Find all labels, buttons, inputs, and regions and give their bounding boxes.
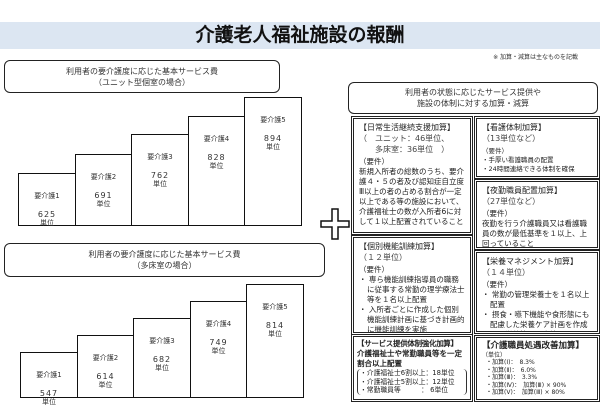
bar-level-label: 要介護5 bbox=[260, 115, 286, 124]
plus-icon bbox=[320, 208, 350, 240]
addon-functional-training: 【個別機能訓練加算】 （１２単位） （要件） ・ 専ら機能訓練指導員の職務に従事… bbox=[351, 235, 473, 335]
bar-unit: 単位 bbox=[209, 161, 224, 170]
addon-req-item: ・手厚い看護職員の配置 bbox=[482, 156, 554, 164]
addon-item: ・加算(Ⅱ)： 6.0% bbox=[486, 366, 536, 374]
multi-room-subtitle: （多床室の場合） bbox=[132, 261, 197, 270]
addon-req-label: （要件） bbox=[482, 147, 508, 155]
addon-item: ・加算(Ⅰ)： 8.3% bbox=[486, 359, 535, 366]
addon-item: ・常勤職員等 ： 6単位 bbox=[360, 386, 449, 394]
addon-item: ・介護福祉士6割以上：18単位 bbox=[360, 369, 455, 377]
addon-units: （１４単位） bbox=[482, 268, 530, 277]
addon-units: 多床室：36単位 ） bbox=[359, 145, 450, 154]
bar-unit: 単位 bbox=[153, 180, 167, 189]
addon-title: 【看護体制加算】 bbox=[482, 123, 546, 132]
bar-value: 894 bbox=[263, 133, 283, 143]
addon-unit-label: （単位） bbox=[482, 352, 507, 359]
addon-nutrition-management: 【栄養マネジメント加算】 （１４単位） （要件） ・ 常勤の管理栄養士を１名以上… bbox=[474, 250, 600, 334]
addon-units: （13単位など） bbox=[482, 134, 541, 143]
bar-value: 814 bbox=[265, 321, 285, 331]
addon-units: （１２単位） bbox=[359, 253, 407, 262]
addon-req-body: 新規入所者の総数のうち、要介護４・５の者及び認知症自立度Ⅲ以上の者の占める割合が… bbox=[359, 167, 464, 226]
addon-item: ・加算(Ⅲ)： 3.3% bbox=[486, 374, 538, 381]
addon-req-label: （要件） bbox=[359, 157, 389, 166]
bar-value: 828 bbox=[207, 152, 226, 162]
multi-room-title: 利用者の要介護度に応じた基本サービス費 bbox=[88, 250, 241, 259]
addon-units: （27単位など） bbox=[482, 197, 541, 206]
addons-header-line2: 施設の体制に対する加算・減算 bbox=[417, 99, 529, 108]
bar-unit: 単位 bbox=[42, 398, 56, 406]
bar-level-label: 要介護5 bbox=[262, 303, 288, 312]
addon-body: 介護福祉士や常勤職員等を一定割合以上配置 bbox=[357, 349, 462, 368]
bar-level-label: 要介護3 bbox=[149, 336, 175, 345]
bar-unit: 単位 bbox=[211, 346, 226, 355]
bar-unit: 単位 bbox=[268, 330, 282, 339]
bar-value: 749 bbox=[209, 337, 228, 347]
addon-req-label: （要件） bbox=[359, 265, 389, 274]
addon-item: ・加算(Ⅴ)： 加算(Ⅲ) × 80% bbox=[486, 389, 565, 396]
bar-level-label: 要介護4 bbox=[205, 319, 232, 328]
bar-value: 682 bbox=[152, 354, 172, 364]
addon-item: ・介護福祉士5割以上：12単位 bbox=[360, 377, 455, 386]
bar-level-label: 要介護4 bbox=[203, 134, 230, 143]
multi-room-header: 利用者の要介護度に応じた基本サービス費 （多床室の場合） bbox=[4, 243, 325, 277]
bar-level-label: 要介護1 bbox=[34, 192, 60, 200]
addon-service-system: 【サービス提供体制強化加算】 介護福祉士や常勤職員等を一定割合以上配置 ・介護福… bbox=[351, 334, 473, 402]
addon-item: ・加算(Ⅳ)： 加算(Ⅲ) × 90% bbox=[486, 381, 567, 389]
addon-units: （ ユニット：46単位、 bbox=[359, 134, 450, 143]
bar-unit: 単位 bbox=[40, 219, 54, 227]
addon-title: 【サービス提供体制強化加算】 bbox=[357, 339, 458, 348]
addon-title: 【夜勤職員配置加算】 bbox=[482, 186, 562, 195]
addon-req-item: ・ 入所者ごとに作成した個別機能訓練計画に基づき計画的に機能訓練を実施 bbox=[359, 305, 465, 333]
bar-level-label: 要介護3 bbox=[147, 153, 173, 162]
addon-daily-living: 【日常生活継続支援加算】 （ ユニット：46単位、 多床室：36単位 ） （要件… bbox=[351, 116, 473, 235]
bar-unit: 単位 bbox=[96, 200, 111, 209]
page-title: 介護老人福祉施設の報酬 bbox=[0, 22, 600, 49]
bar-unit: 単位 bbox=[266, 142, 280, 151]
unit-room-subtitle: （ユニット型個室の場合） bbox=[94, 77, 190, 87]
addon-req-item: ・ 摂食・嚥下機能や食形態にも配慮した栄養ケア計画を作成し、栄養管理を実施。 bbox=[482, 310, 590, 331]
unit-room-title: 利用者の要介護度に応じた基本サービス費 bbox=[66, 66, 218, 76]
addon-title: 【栄養マネジメント加算】 bbox=[482, 257, 578, 266]
addon-req-body: 夜勤を行う介護職員又は看護職員の数が最低基準を１以上、上回っていること bbox=[482, 219, 587, 248]
bar-unit: 単位 bbox=[98, 381, 113, 390]
addon-req-label: （要件） bbox=[482, 280, 512, 289]
addon-title: 【個別機能訓練加算】 bbox=[359, 242, 439, 251]
addon-req-label: （要件） bbox=[482, 209, 512, 218]
footnote: ※ 加算・減算は主なものを記載 bbox=[493, 54, 578, 61]
bar-value: 691 bbox=[94, 191, 113, 201]
addon-req-item: ・24時間連絡できる体制を確保 bbox=[482, 165, 575, 173]
addons-header-line1: 利用者の状態に応じたサービス提供や bbox=[405, 88, 541, 97]
bar-level-label: 要介護1 bbox=[36, 371, 62, 379]
addon-title: 【日常生活継続支援加算】 bbox=[359, 123, 455, 132]
addon-nursing-system: 【看護体制加算】 （13単位など） （要件） ・手厚い看護職員の配置・24時間連… bbox=[474, 116, 600, 179]
addon-title: 【介護職員処遇改善加算】 bbox=[482, 341, 585, 351]
addon-staff-treatment: 【介護職員処遇改善加算】 （単位） ・加算(Ⅰ)： 8.3% ・加算(Ⅱ)： 6… bbox=[474, 335, 600, 402]
addon-req-item: ・ 常勤の管理栄養士を１名以上配置 bbox=[482, 290, 590, 309]
addon-req-item: ・ 専ら機能訓練指導員の職務に従事する常勤の理学療法士等を１名以上配置 bbox=[359, 275, 465, 304]
bar-value: 762 bbox=[150, 171, 170, 181]
bar-level-label: 要介護2 bbox=[90, 173, 117, 182]
bar-value: 547 bbox=[39, 389, 59, 398]
bar-unit: 単位 bbox=[155, 363, 169, 372]
bar-value: 625 bbox=[37, 210, 57, 219]
bar-value: 614 bbox=[96, 372, 115, 382]
bar-level-label: 要介護2 bbox=[92, 354, 119, 363]
unit-room-header: 利用者の要介護度に応じた基本サービス費 （ユニット型個室の場合） bbox=[4, 60, 280, 93]
addon-night-staff: 【夜勤職員配置加算】 （27単位など） （要件） 夜勤を行う介護職員又は看護職員… bbox=[474, 179, 600, 250]
addons-header: 利用者の状態に応じたサービス提供や 施設の体制に対する加算・減算 bbox=[348, 82, 598, 114]
